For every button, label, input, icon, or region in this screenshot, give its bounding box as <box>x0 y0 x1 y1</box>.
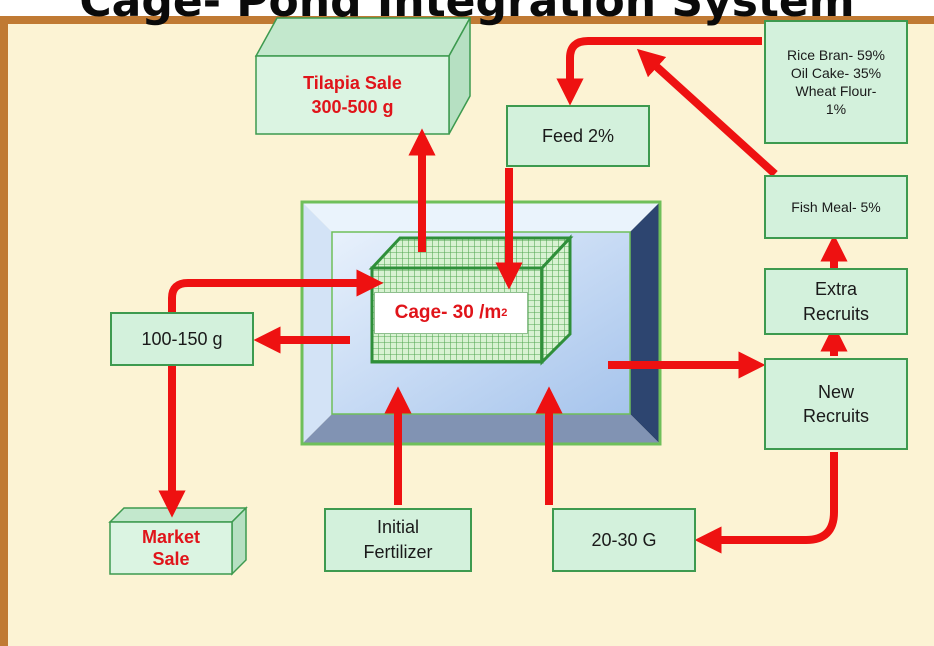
feed-ingredients-box: Rice Bran- 59% Oil Cake- 35% Wheat Flour… <box>764 20 908 144</box>
extra-recruits-box: Extra Recruits <box>764 268 908 335</box>
arrow-100-150g-to-cage <box>168 269 384 312</box>
initial-fertilizer-box: Initial Fertilizer <box>324 508 472 572</box>
fish-meal-box: Fish Meal- 5% <box>764 175 908 239</box>
arrow-fish-meal-to-mix <box>636 48 778 177</box>
cage-density-text: Cage- 30 /m <box>394 302 502 323</box>
size-20-30g-box: 20-30 G <box>552 508 696 572</box>
tilapia-sale-label: Tilapia Sale 300-500 g <box>303 72 402 117</box>
flow-arrows <box>158 37 848 554</box>
arrow-new-recruits-to-20-30g <box>694 452 838 554</box>
new-recruits-box: New Recruits <box>764 358 908 450</box>
feed-box: Feed 2% <box>506 105 650 167</box>
arrow-rice-bran-to-feed <box>556 37 762 106</box>
tilapia-sale-box-3d <box>254 17 472 135</box>
cage-density-unit-sup: 2 <box>501 307 508 319</box>
market-sale-label: Market Sale <box>141 526 201 570</box>
market-sale-box-3d <box>108 506 248 576</box>
size-100-150g-box: 100-150 g <box>110 312 254 366</box>
